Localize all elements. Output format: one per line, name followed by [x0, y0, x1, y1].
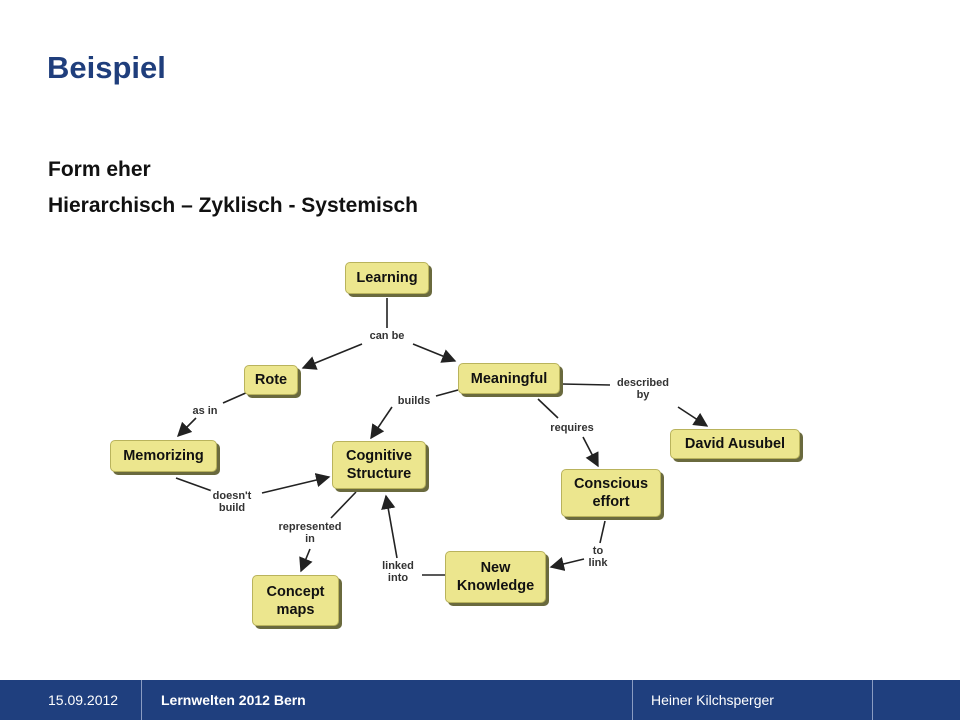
connector-cognitive-representedin — [330, 491, 357, 519]
footer-title: Lernwelten 2012 Bern — [161, 692, 306, 708]
node-meaningful: Meaningful — [458, 363, 560, 394]
connector-meaningful-requires — [537, 398, 559, 419]
footer-divider — [632, 680, 633, 720]
footer-divider — [872, 680, 873, 720]
connector-requires-conscious — [582, 436, 599, 468]
node-memorizing: Memorizing — [110, 440, 217, 472]
connector-meaningful-builds — [435, 389, 459, 397]
connector-rote-asin — [222, 391, 249, 404]
connector-memorizing-doesntbuild — [175, 477, 213, 492]
link-label-doesnt-build: doesn't build — [210, 490, 254, 514]
connector-canbe-meaningful — [412, 343, 457, 363]
subtitle-line-2: Hierarchisch – Zyklisch - Systemisch — [48, 194, 419, 217]
link-label-builds: builds — [395, 395, 433, 407]
subtitle-line-1: Form eher — [48, 158, 151, 181]
footer-date: 15.09.2012 — [48, 692, 119, 708]
node-concept-maps: Concept maps — [252, 575, 339, 626]
link-label-requires: requires — [548, 422, 596, 434]
node-cognitive-structure: Cognitive Structure — [332, 441, 426, 489]
node-david-ausubel: David Ausubel — [670, 429, 800, 459]
concept-map-connectors — [175, 298, 709, 576]
link-label-to-link: to link — [586, 545, 610, 569]
footer-divider — [141, 680, 142, 720]
node-rote: Rote — [244, 365, 298, 395]
connector-conscious-tolink — [599, 520, 606, 544]
link-label-represented-in: represented in — [276, 521, 344, 545]
concept-map: can be as in builds described by require… — [110, 262, 800, 626]
footer-bar: 15.09.2012 Lernwelten 2012 Bern Heiner K… — [0, 680, 960, 720]
link-label-can-be: can be — [367, 330, 407, 342]
link-label-linked-into: linked into — [380, 560, 416, 584]
connector-describedby-ausubel — [677, 406, 709, 427]
connector-tolink-newknowledge — [549, 556, 585, 571]
connector-asin-memorizing — [176, 417, 197, 438]
connector-builds-cognitive — [370, 406, 393, 440]
connector-canbe-rote — [301, 343, 363, 370]
slide-title: Beispiel — [47, 50, 166, 85]
link-label-as-in: as in — [190, 405, 220, 417]
link-label-described-by: described by — [615, 377, 671, 401]
connector-meaningful-describedby — [561, 383, 611, 386]
connector-doesntbuild-cognitive — [261, 473, 331, 494]
node-conscious-effort: Conscious effort — [561, 469, 661, 517]
connector-linkedinto-cognitive — [381, 494, 398, 559]
node-new-knowledge: New Knowledge — [445, 551, 546, 603]
node-learning: Learning — [345, 262, 429, 294]
connector-representedin-conceptmaps — [299, 548, 313, 573]
footer-author: Heiner Kilchsperger — [651, 692, 774, 708]
